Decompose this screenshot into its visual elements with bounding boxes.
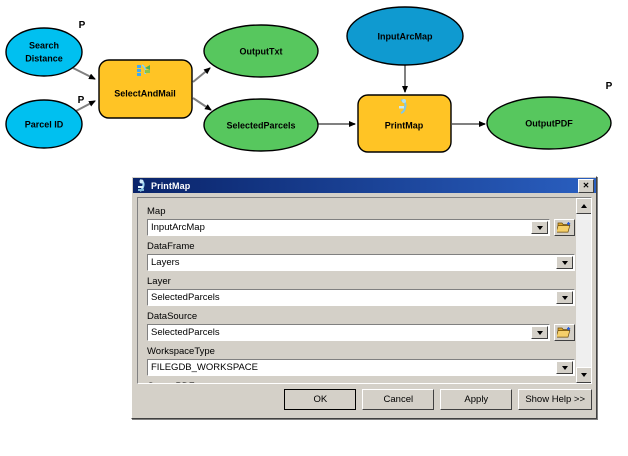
- chevron-down-icon-dataframe[interactable]: [556, 256, 573, 269]
- label-workspacetype: WorkspaceType: [147, 346, 215, 357]
- node-print-map-label: PrintMap: [385, 120, 424, 130]
- field-group-workspacetype: WorkspaceType FILEGDB_WORKSPACE: [147, 346, 575, 376]
- chevron-down-icon-workspacetype[interactable]: [556, 361, 573, 374]
- param-flag-search-distance: P: [79, 20, 86, 31]
- combo-map[interactable]: InputArcMap: [147, 219, 550, 236]
- node-select-and-mail-label: SelectAndMail: [114, 88, 176, 98]
- chevron-down-icon-layer[interactable]: [556, 291, 573, 304]
- script-icon-print-map: [399, 99, 407, 114]
- label-outputpdf: OutputPDF: [147, 381, 575, 383]
- label-datasource: DataSource: [147, 311, 198, 322]
- ok-button[interactable]: OK: [284, 388, 357, 410]
- input-layer[interactable]: SelectedParcels: [148, 290, 556, 305]
- connector-parcel-id-to-tool: [73, 100, 96, 113]
- combo-dataframe[interactable]: Layers: [147, 254, 575, 271]
- input-workspacetype[interactable]: FILEGDB_WORKSPACE: [148, 360, 556, 375]
- connector-tool-to-selected-parcels: [192, 97, 212, 111]
- node-select-and-mail[interactable]: SelectAndMail: [98, 59, 193, 119]
- parameter-fields: Map InputArcMap: [138, 198, 575, 383]
- ok-button-label: OK: [313, 393, 328, 405]
- dialog-title-text: PrintMap: [151, 180, 191, 191]
- apply-button[interactable]: Apply: [440, 388, 513, 410]
- node-output-txt-label: OutputTxt: [240, 46, 283, 56]
- field-group-layer: Layer SelectedParcels: [147, 276, 575, 306]
- node-print-map[interactable]: PrintMap: [357, 94, 452, 153]
- combo-datasource[interactable]: SelectedParcels: [147, 324, 550, 341]
- param-flag-parcel-id: P: [78, 95, 85, 106]
- show-help-button-label: Show Help >>: [525, 393, 585, 405]
- node-input-arcmap-label: InputArcMap: [378, 31, 434, 41]
- model-diagram-canvas[interactable]: Search Distance P Parcel ID P SelectAndM…: [0, 0, 628, 172]
- node-input-arcmap[interactable]: InputArcMap: [346, 6, 464, 66]
- node-output-pdf-label: OutputPDF: [525, 118, 573, 128]
- field-group-datasource: DataSource SelectedParcels: [147, 311, 575, 341]
- close-glyph: ✕: [582, 180, 590, 190]
- node-search-distance-label-line1: Search: [29, 40, 59, 50]
- input-datasource[interactable]: SelectedParcels: [148, 325, 531, 340]
- cancel-button-label: Cancel: [383, 393, 414, 405]
- chevron-down-icon-datasource[interactable]: [531, 326, 548, 339]
- input-map[interactable]: InputArcMap: [148, 220, 531, 235]
- scrollbar-track[interactable]: [576, 214, 591, 367]
- script-tool-icon: [138, 179, 145, 192]
- param-flag-output-pdf: P: [606, 81, 613, 92]
- form-vertical-scrollbar[interactable]: [575, 198, 591, 383]
- dialog-form-panel: Map InputArcMap: [137, 197, 592, 384]
- node-search-distance[interactable]: Search Distance: [5, 27, 83, 77]
- scroll-down-button[interactable]: [576, 367, 591, 383]
- close-icon[interactable]: ✕: [578, 178, 594, 193]
- node-output-txt[interactable]: OutputTxt: [203, 24, 319, 78]
- browse-folder-icon-datasource[interactable]: [554, 324, 575, 341]
- browse-folder-icon-map[interactable]: [554, 219, 575, 236]
- node-output-pdf[interactable]: OutputPDF: [486, 96, 612, 150]
- dialog-title-bar[interactable]: PrintMap ✕: [133, 178, 596, 193]
- label-map: Map: [147, 206, 166, 217]
- dialog-button-bar: OK Cancel Apply Show Help >>: [137, 388, 592, 410]
- connector-search-distance-to-tool: [72, 67, 96, 80]
- field-group-map: Map InputArcMap: [147, 206, 575, 236]
- node-parcel-id-label: Parcel ID: [25, 119, 64, 129]
- node-selected-parcels-label: SelectedParcels: [226, 120, 295, 130]
- node-search-distance-label-line2: Distance: [25, 53, 63, 63]
- scroll-up-button[interactable]: [576, 198, 591, 214]
- show-help-button[interactable]: Show Help >>: [518, 388, 592, 410]
- node-parcel-id[interactable]: Parcel ID: [5, 99, 83, 149]
- combo-workspacetype[interactable]: FILEGDB_WORKSPACE: [147, 359, 575, 376]
- chevron-down-icon-map[interactable]: [531, 221, 548, 234]
- cancel-button[interactable]: Cancel: [362, 388, 435, 410]
- model-diagram-svg: Search Distance P Parcel ID P SelectAndM…: [5, 6, 613, 153]
- label-dataframe: DataFrame: [147, 241, 195, 252]
- input-dataframe[interactable]: Layers: [148, 255, 556, 270]
- connector-tool-to-output-txt: [192, 67, 211, 83]
- node-selected-parcels[interactable]: SelectedParcels: [203, 98, 319, 152]
- script-icon-select-and-mail: [137, 64, 150, 76]
- field-group-outputpdf: OutputPDF E:\pub\Discovery\DiscoveryTest…: [147, 381, 575, 383]
- apply-button-label: Apply: [464, 393, 489, 405]
- field-group-dataframe: DataFrame Layers: [147, 241, 575, 271]
- print-map-dialog[interactable]: PrintMap ✕ Map InputArcMap: [131, 176, 597, 419]
- combo-layer[interactable]: SelectedParcels: [147, 289, 575, 306]
- label-layer: Layer: [147, 276, 171, 287]
